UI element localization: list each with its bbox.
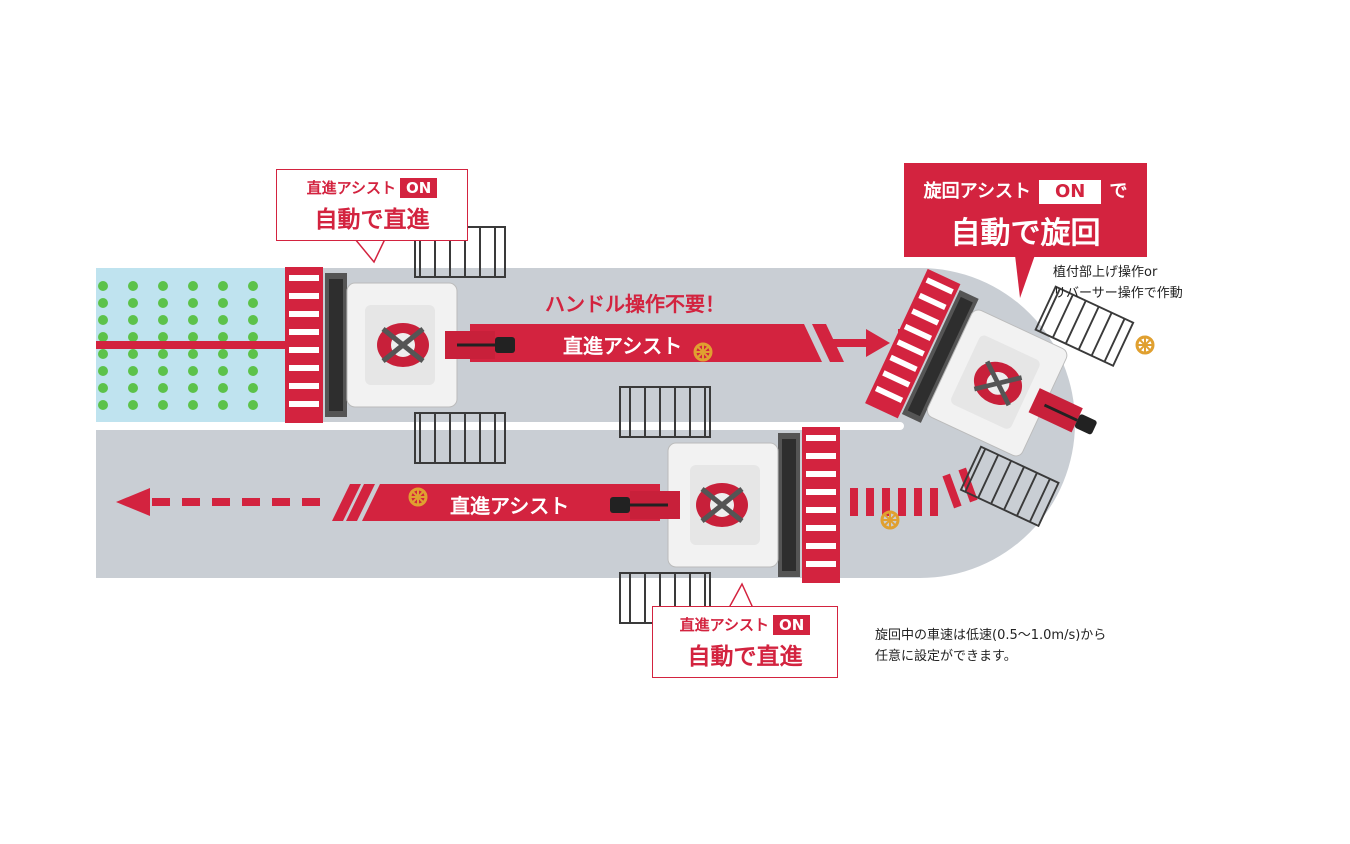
steering-wheel-icon xyxy=(879,509,901,531)
on-badge: ON xyxy=(400,178,438,198)
note-line: 任意に設定ができます。 xyxy=(875,649,1017,664)
steering-wheel-icon xyxy=(692,341,714,363)
callout-title-suffix: で xyxy=(1109,181,1128,202)
callout-subtitle: 自動で直進 xyxy=(687,644,803,670)
steering-wheel-icon xyxy=(407,486,429,508)
seedling-grid xyxy=(98,281,258,410)
straight-assist-label-lower: 直進アシスト xyxy=(450,494,570,518)
callout-subtitle: 自動で旋回 xyxy=(950,216,1101,251)
note-line: 植付部上げ操作or xyxy=(1053,265,1158,280)
callout-turn-assist: 旋回アシスト ON で 自動で旋回 xyxy=(904,163,1147,257)
callout-title: 旋回アシスト xyxy=(923,181,1031,202)
callout-pointer xyxy=(353,238,387,264)
straight-assist-label-upper: 直進アシスト xyxy=(563,334,683,358)
on-badge: ON xyxy=(1038,180,1102,204)
callout-pointer xyxy=(1015,255,1035,298)
on-badge: ON xyxy=(773,615,811,635)
lower-straight-assist-band xyxy=(116,484,938,521)
callout-subtitle: 自動で直進 xyxy=(314,207,430,233)
planted-guide-line xyxy=(96,341,296,349)
callout-title: 直進アシスト xyxy=(306,179,397,197)
note-line: 旋回中の車速は低速(0.5〜1.0m/s)から xyxy=(875,628,1107,643)
turn-trigger-note: 植付部上げ操作or リバーサー操作で作動 xyxy=(1053,262,1183,304)
turn-speed-note: 旋回中の車速は低速(0.5〜1.0m/s)から 任意に設定ができます。 xyxy=(875,625,1106,667)
no-steering-label: ハンドル操作不要！ xyxy=(545,292,725,316)
note-line: リバーサー操作で作動 xyxy=(1053,286,1183,301)
callout-pointer xyxy=(728,582,754,607)
upper-straight-assist-band xyxy=(470,324,844,362)
steering-wheel-icon xyxy=(1134,334,1156,356)
rice-transplanter-icon xyxy=(285,227,515,463)
callout-title: 直進アシスト xyxy=(679,616,770,634)
rice-transplanter-icon xyxy=(610,387,840,623)
